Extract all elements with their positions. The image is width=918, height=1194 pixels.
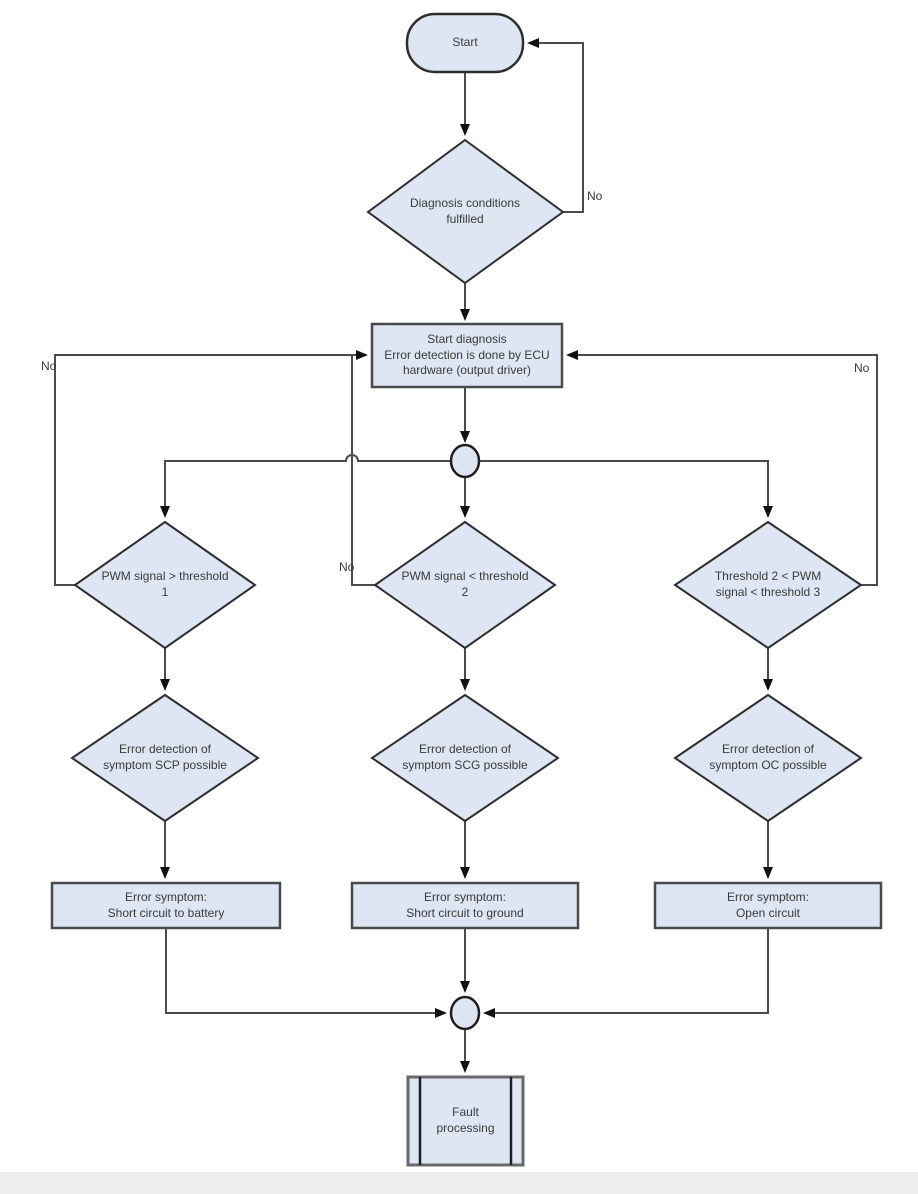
branch-connector-circle [449, 443, 481, 479]
start-diagnosis-box [370, 322, 564, 389]
merge-connector-circle [449, 995, 481, 1031]
edge-no-right-return [566, 350, 878, 586]
edge-no-loop-top [527, 38, 584, 213]
oc-detection-diamond [673, 693, 863, 823]
edge-branch-to-right [479, 460, 773, 518]
symptom-battery-box [50, 881, 282, 930]
edge-open-to-merge [483, 928, 769, 1018]
pwm-lt-threshold2-diamond [373, 520, 557, 650]
start-node [405, 12, 525, 74]
scg-detection-diamond [370, 693, 560, 823]
pwm-gt-threshold1-diamond [73, 520, 257, 650]
edge-battery-to-merge [165, 928, 447, 1018]
edge-no-middle-return [351, 356, 375, 586]
page-footer-strip [0, 1172, 918, 1194]
symptom-ground-box [350, 881, 580, 930]
edge-branch-to-left [160, 454, 451, 518]
threshold-range-diamond [673, 520, 863, 650]
scp-detection-diamond [70, 693, 260, 823]
diagnosis-conditions-diamond [366, 138, 565, 285]
fault-processing-box [406, 1075, 525, 1167]
symptom-open-box [653, 881, 883, 930]
edge-no-left-return [54, 350, 368, 586]
